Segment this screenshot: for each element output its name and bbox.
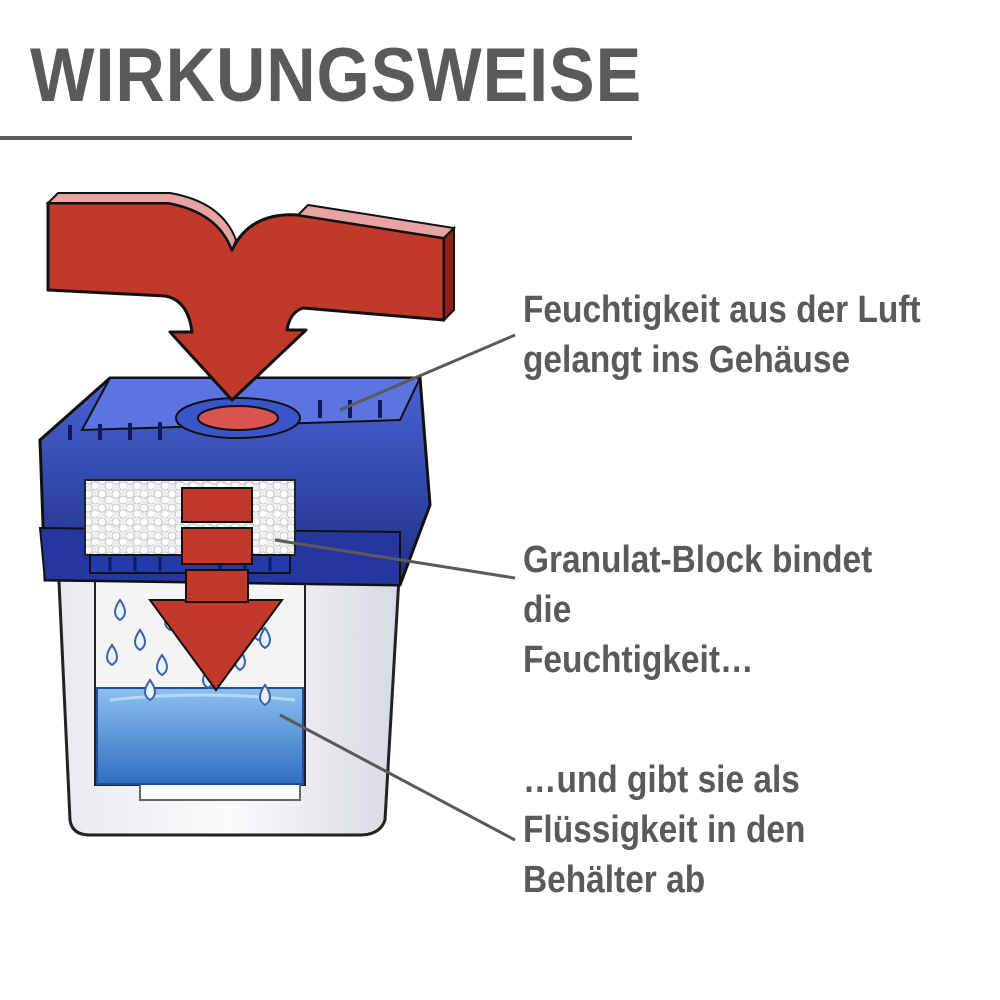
callout-granulate-block: Granulat-Block bindet die Feuchtigkeit… bbox=[523, 539, 873, 681]
title-underline bbox=[0, 136, 632, 140]
leader-lines bbox=[274, 333, 516, 842]
water-reservoir bbox=[96, 687, 304, 785]
page-title: WIRKUNGSWEISE bbox=[30, 33, 643, 118]
leader-line-granulate bbox=[274, 538, 516, 580]
callout-liquid-container: …und gibt sie als Flüssigkeit in den Beh… bbox=[523, 759, 806, 901]
callout-air-moisture: Feuchtigkeit aus der Luft gelangt ins Ge… bbox=[523, 289, 921, 381]
leader-line-water bbox=[279, 713, 516, 842]
inner-flow-arrow bbox=[148, 487, 284, 692]
air-flow-arrow bbox=[45, 192, 457, 402]
leader-line-air bbox=[339, 333, 516, 412]
